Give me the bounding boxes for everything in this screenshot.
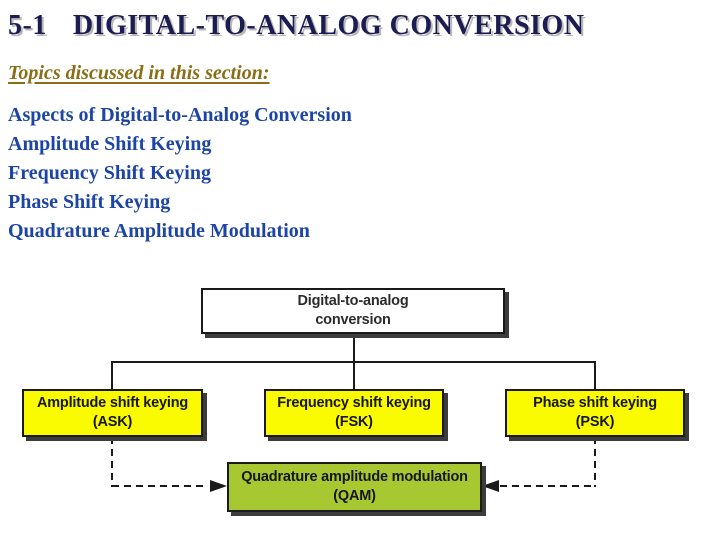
branch-box-ask: Amplitude shift keying (ASK)	[22, 389, 203, 437]
dashed-connector-ask-down	[111, 437, 113, 487]
page-header: 5-1 DIGITAL-TO-ANALOG CONVERSION	[8, 10, 584, 42]
dashed-connector-ask-to-qam	[112, 485, 208, 487]
branch-box-psk: Phase shift keying (PSK)	[505, 389, 685, 437]
topic-item-ask: Amplitude Shift Keying	[8, 133, 212, 155]
connector-root-stem	[353, 332, 355, 362]
connector-drop-fsk	[353, 361, 355, 390]
page-title: DIGITAL-TO-ANALOG CONVERSION	[72, 10, 585, 41]
ask-box-label-line2: (ASK)	[92, 414, 133, 430]
topic-item-aspects: Aspects of Digital-to-Analog Conversion	[8, 104, 352, 126]
dashed-connector-psk-down	[594, 437, 596, 487]
topic-item-fsk: Frequency Shift Keying	[8, 162, 211, 184]
root-box-label-line1: Digital-to-analog	[297, 292, 409, 309]
arrowhead-right-icon	[210, 480, 227, 492]
fsk-box-label-line2: (FSK)	[335, 414, 373, 430]
branch-box-fsk: Frequency shift keying (FSK)	[264, 389, 444, 437]
topic-item-qam: Quadrature Amplitude Modulation	[8, 220, 310, 242]
qam-box-label-line1: Quadrature amplitude modulation	[241, 468, 468, 485]
merge-box-qam: Quadrature amplitude modulation (QAM)	[227, 462, 482, 512]
topics-list: Aspects of Digital-to-Analog Conversion …	[8, 101, 352, 246]
arrowhead-left-icon	[482, 480, 499, 492]
topics-heading: Topics discussed in this section:	[8, 62, 270, 84]
section-number: 5-1	[8, 10, 47, 41]
connector-drop-ask	[111, 361, 113, 390]
connector-drop-psk	[594, 361, 596, 390]
fsk-box-label-line1: Frequency shift keying	[277, 394, 431, 411]
root-box-digital-to-analog: Digital-to-analog conversion	[201, 288, 505, 334]
ask-box-label-line1: Amplitude shift keying	[36, 394, 189, 411]
dashed-connector-psk-to-qam	[500, 485, 594, 487]
qam-box-label-line2: (QAM)	[333, 488, 376, 504]
psk-box-label-line1: Phase shift keying	[533, 394, 657, 411]
psk-box-label-line2: (PSK)	[575, 414, 615, 430]
topic-item-psk: Phase Shift Keying	[8, 191, 171, 213]
root-box-label-line2: conversion	[315, 312, 391, 328]
